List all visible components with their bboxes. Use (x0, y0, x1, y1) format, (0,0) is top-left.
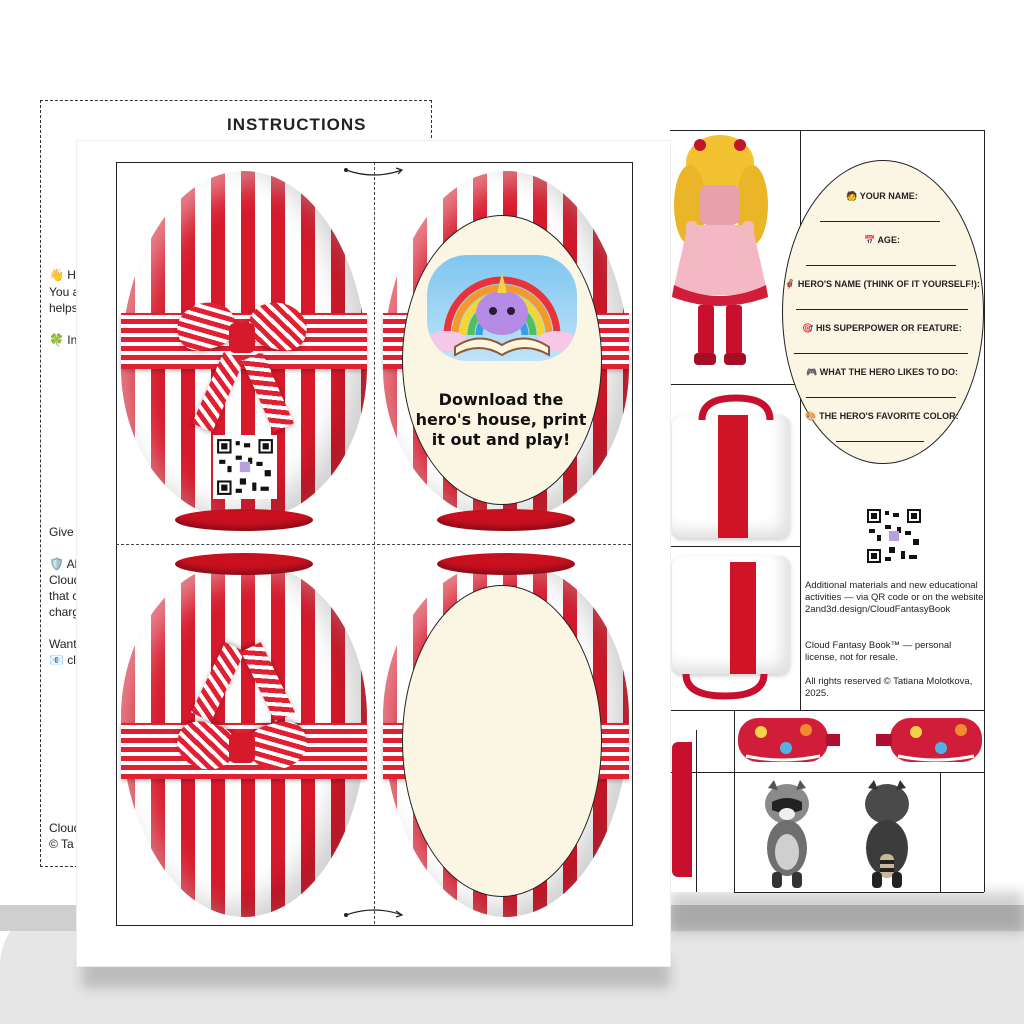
raccoon-back-image (865, 780, 909, 888)
instruction-fragment: 🛡️ Ab (49, 557, 82, 571)
grid-divider (734, 892, 984, 893)
right-sheet-shadow (670, 892, 1024, 932)
unicorn-book-image[interactable] (427, 255, 577, 361)
instruction-fragment: 👋 He (49, 268, 83, 282)
bow-knot (229, 733, 255, 763)
suitcase-handle (682, 673, 768, 700)
form-input-line[interactable] (806, 397, 956, 398)
grid-divider (800, 130, 801, 710)
form-label-hero-name: 🦸 HERO'S NAME (THINK OF IT YOURSELF!): (784, 279, 980, 289)
doll-figure (672, 135, 768, 365)
form-label-superpower: 🎯 HIS SUPERPOWER OR FEATURE: (802, 323, 962, 333)
grid-divider (696, 730, 697, 892)
grid-divider (940, 772, 941, 892)
instruction-fragment: 🍀 In (49, 333, 78, 347)
instruction-fragment: Give (49, 525, 74, 539)
rights-text: All rights reserved © Tatiana Molotkova,… (805, 676, 973, 699)
grid-divider (670, 130, 985, 131)
form-input-line[interactable] (836, 441, 924, 442)
grid-divider (670, 546, 800, 547)
grid-divider (670, 384, 800, 385)
decorated-bottles (738, 718, 982, 762)
suitcase-handle (698, 394, 774, 421)
red-box-image (672, 742, 692, 877)
form-input-line[interactable] (806, 265, 956, 266)
form-label-age: 📅 AGE: (864, 235, 900, 245)
form-label-color: 🎨 THE HERO'S FAVORITE COLOR: (805, 411, 959, 421)
instruction-fragment: © Ta (49, 837, 74, 851)
suitcase-strap (718, 415, 748, 538)
instruction-fragment: that c (49, 589, 79, 603)
grid-divider (670, 772, 985, 773)
instruction-fragment: charg (49, 605, 80, 619)
suitcase-strap (730, 562, 756, 674)
form-label-name: 🧑 YOUR NAME: (846, 191, 918, 201)
raccoon-front-image (765, 780, 809, 888)
fold-arrow-icon (344, 167, 404, 176)
egg-stand (175, 553, 313, 575)
license-text: Cloud Fantasy Book™ — personal license, … (805, 640, 952, 663)
instruction-fragment: Cloud (49, 573, 81, 587)
qr-code-icon[interactable] (863, 505, 925, 567)
grid-divider (984, 130, 985, 892)
blank-oval (402, 585, 602, 897)
qr-code-icon[interactable] (213, 435, 277, 499)
bow-knot (229, 323, 255, 353)
egg-stand (175, 509, 313, 531)
form-input-line[interactable] (820, 221, 940, 222)
download-text: Download the hero's house, print it out … (415, 390, 587, 449)
egg-stand (437, 553, 575, 575)
hero-form (782, 160, 984, 464)
instruction-fragment: Cloud (49, 821, 81, 835)
instruction-fragment: helps (49, 301, 78, 315)
grid-divider (734, 710, 735, 892)
form-input-line[interactable] (796, 309, 968, 310)
form-label-likes: 🎮 WHAT THE HERO LIKES TO DO: (806, 367, 958, 377)
fold-arrow-icon (344, 909, 404, 918)
instruction-fragment: You a (49, 285, 80, 299)
instructions-title: INSTRUCTIONS (227, 115, 367, 134)
form-input-line[interactable] (794, 353, 968, 354)
instruction-fragment: 📧 cl (49, 653, 76, 667)
instruction-fragment: Want (49, 637, 77, 651)
additional-materials-text: Additional materials and new educational… (805, 580, 984, 615)
fold-line-vertical (374, 162, 375, 924)
grid-divider (670, 710, 985, 711)
egg-stand (437, 509, 575, 531)
fold-line-horizontal (116, 544, 631, 545)
